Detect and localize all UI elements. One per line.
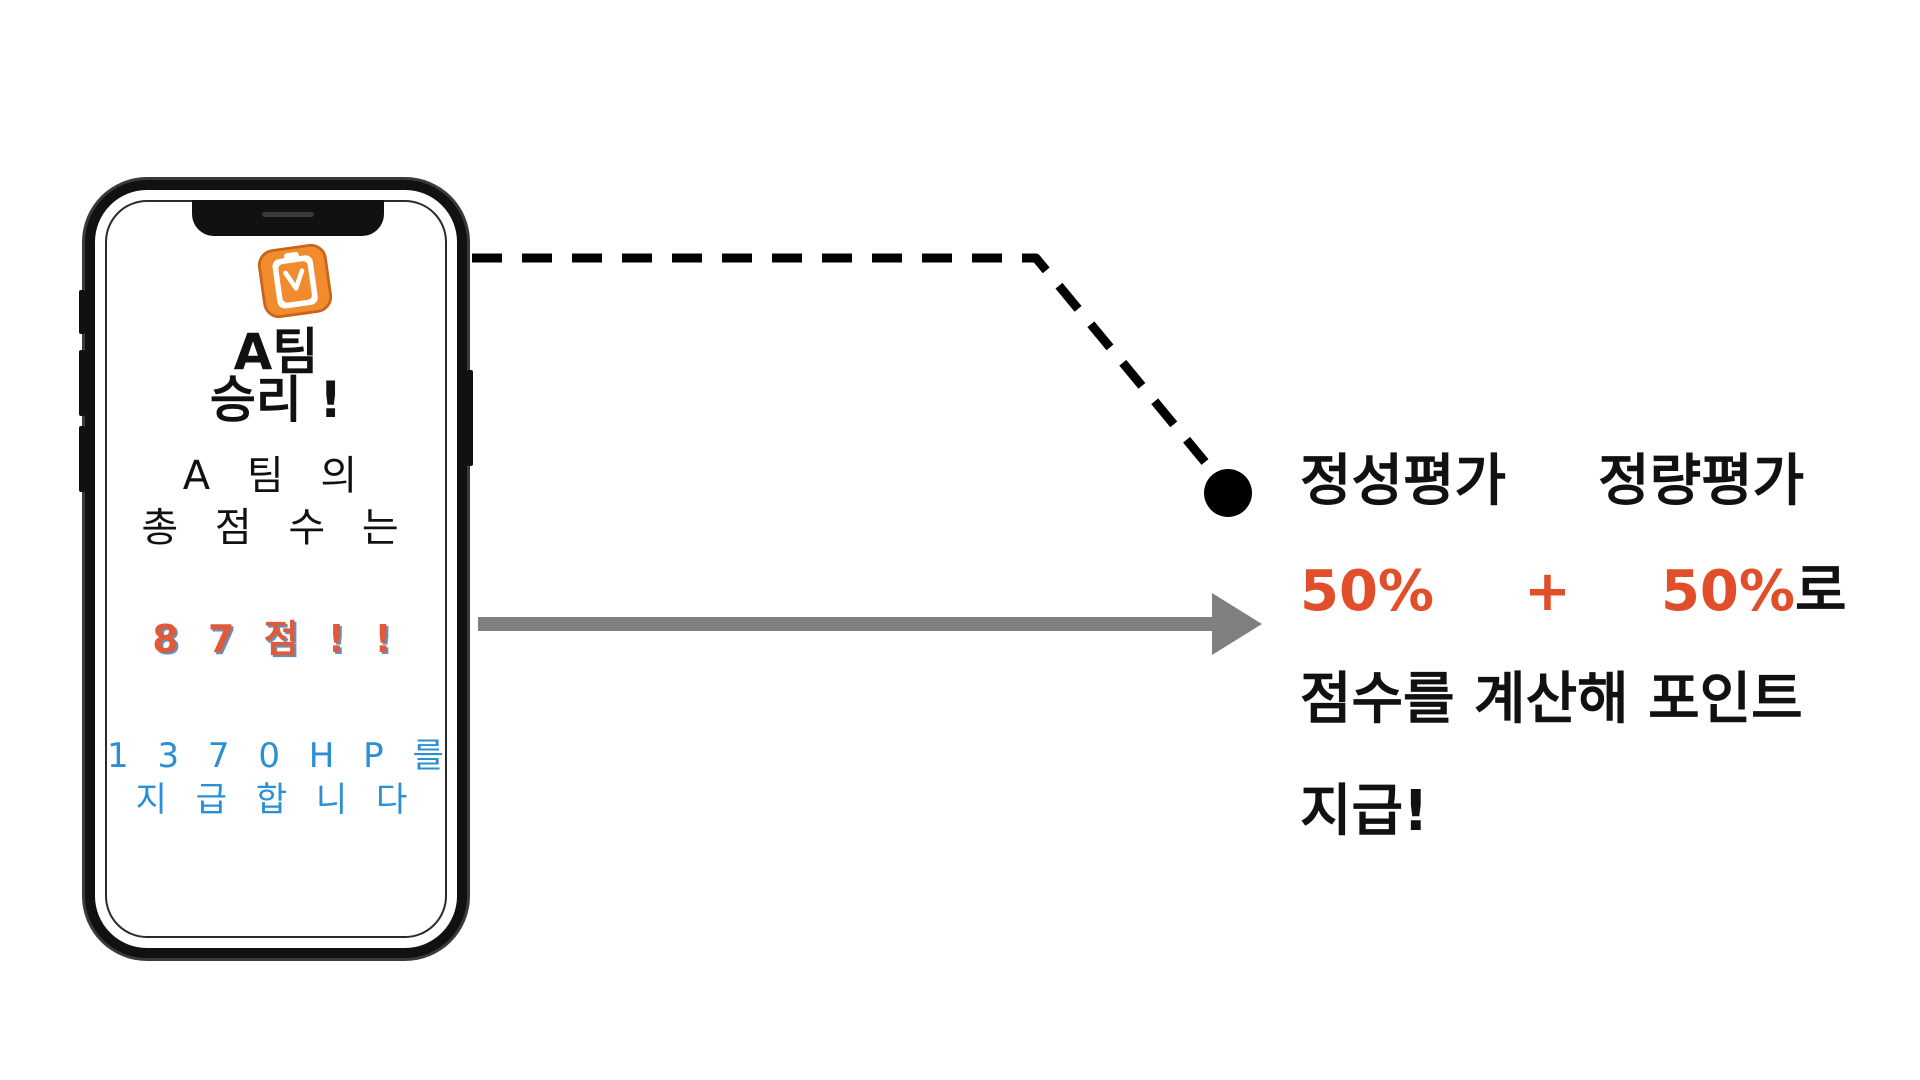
qualitative-eval-label: 정성평가 xyxy=(1300,449,1507,514)
description-line-1: 정성평가 정량평가 xyxy=(1300,452,1804,512)
score-value: 8 7 점 ! ! xyxy=(152,617,400,661)
plus-sign: + xyxy=(1524,559,1571,624)
dashed-connector-line xyxy=(472,253,1209,465)
phone-side-button-left-1 xyxy=(79,290,85,334)
total-score-label-line-2: 총 점 수 는 xyxy=(141,505,411,551)
connector-end-dot xyxy=(1204,469,1252,517)
phone-speaker xyxy=(262,212,314,217)
victory-title-line-1: A팀 xyxy=(233,323,319,381)
orange-tablet-icon xyxy=(257,243,333,319)
points-line-1: 1 3 7 0 H P 를 xyxy=(107,736,453,776)
description-line-3: 점수를 계산해 포인트 xyxy=(1300,667,1803,732)
total-score-label-line-1: A 팀 의 xyxy=(182,453,370,499)
description-line-2: 50%+50%로 xyxy=(1300,562,1847,622)
phone-side-button-right xyxy=(467,370,473,466)
victory-title-line-2: 승리 ! xyxy=(209,371,343,429)
phone-notch xyxy=(192,200,384,236)
smartphone: A팀 승리 ! A 팀 의 총 점 수 는 8 7 점 ! ! 1 3 7 0 … xyxy=(79,180,473,958)
description-line-4: 지급! xyxy=(1300,779,1429,844)
qualitative-weight: 50% xyxy=(1300,559,1435,624)
quantitative-weight: 50% xyxy=(1660,559,1796,624)
phone-side-button-left-3 xyxy=(79,426,85,492)
phone-side-button-left-2 xyxy=(79,350,85,416)
points-line-2: 지 급 합 니 다 xyxy=(135,780,417,820)
particle-ro: 로 xyxy=(1795,559,1847,624)
quantitative-eval-label: 정량평가 xyxy=(1598,449,1805,514)
phone-screen: A팀 승리 ! A 팀 의 총 점 수 는 8 7 점 ! ! 1 3 7 0 … xyxy=(105,200,447,938)
arrow-head xyxy=(1212,593,1262,655)
